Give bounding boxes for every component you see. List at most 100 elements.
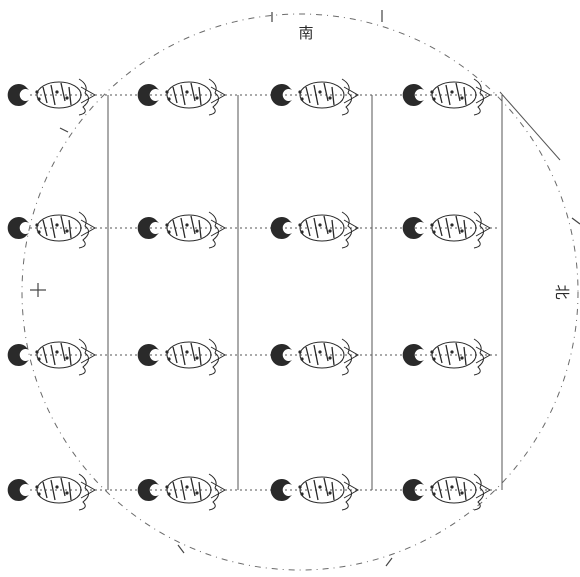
figure-body [432, 477, 476, 503]
figure-head [8, 479, 29, 501]
figure-detail-dot [460, 356, 463, 359]
figure-detail-dot [432, 492, 435, 495]
figure-body [37, 82, 81, 108]
figure-halo [209, 79, 225, 115]
figure-robe-strokes [438, 478, 466, 500]
figure-body [167, 215, 211, 241]
figure-detail-dot [328, 356, 331, 359]
figure-detail-dot [298, 485, 301, 488]
figure-detail-dot [35, 223, 38, 226]
figure-halo [474, 79, 490, 115]
figure-detail-dot [318, 223, 321, 226]
deity-figure [138, 212, 225, 248]
deity-figure [8, 212, 95, 248]
deity-figure [8, 474, 95, 510]
figure-detail-dot [195, 491, 198, 494]
figure-detail-dot [195, 356, 198, 359]
figure-detail-dot [65, 491, 68, 494]
corner-connector-line [500, 92, 560, 160]
figure-detail-dot [185, 485, 188, 488]
figure-robe-strokes [43, 478, 71, 500]
deity-figure [8, 79, 95, 115]
figure-robe-strokes [173, 83, 201, 105]
figure-robe-strokes [173, 343, 201, 365]
grid-connector-lines [30, 92, 560, 490]
figure-robe-strokes [438, 343, 466, 365]
figure-detail-dot [298, 223, 301, 226]
figure-detail-dot [165, 350, 168, 353]
figure-halo [79, 339, 95, 375]
figure-detail-dot [430, 223, 433, 226]
figure-detail-dot [65, 96, 68, 99]
figure-detail-dot [35, 350, 38, 353]
figure-detail-dot [65, 356, 68, 359]
figure-detail-dot [65, 229, 68, 232]
figure-detail-dot [55, 350, 58, 353]
figure-detail-dot [328, 491, 331, 494]
figure-detail-dot [37, 97, 40, 100]
figure-robe-strokes [306, 83, 334, 105]
figure-robe-strokes [306, 216, 334, 238]
figure-detail-dot [35, 90, 38, 93]
figure-detail-dot [432, 97, 435, 100]
deity-figure [138, 79, 225, 115]
figure-detail-dot [167, 492, 170, 495]
figure-head [8, 84, 29, 106]
figure-robe-strokes [173, 478, 201, 500]
figure-detail-dot [185, 223, 188, 226]
figure-body [167, 342, 211, 368]
figure-head [271, 84, 292, 106]
figure-head [8, 344, 29, 366]
figure-grid [8, 79, 490, 510]
figure-detail-dot [195, 229, 198, 232]
figure-detail-dot [318, 350, 321, 353]
deity-figure [8, 339, 95, 375]
figure-halo [79, 474, 95, 510]
figure-detail-dot [165, 223, 168, 226]
figure-detail-dot [298, 90, 301, 93]
figure-detail-dot [430, 350, 433, 353]
figure-detail-dot [35, 485, 38, 488]
figure-detail-dot [55, 90, 58, 93]
figure-detail-dot [185, 350, 188, 353]
figure-detail-dot [185, 90, 188, 93]
figure-halo [342, 212, 358, 248]
figure-head [271, 479, 292, 501]
figure-detail-dot [460, 229, 463, 232]
figure-detail-dot [300, 492, 303, 495]
deity-figure [271, 339, 358, 375]
direction-label-right: 北 [553, 284, 571, 299]
figure-body [432, 342, 476, 368]
figure-detail-dot [165, 485, 168, 488]
direction-label-top: 南 [298, 24, 313, 42]
figure-body [37, 215, 81, 241]
figure-halo [209, 212, 225, 248]
figure-halo [209, 474, 225, 510]
figure-detail-dot [195, 96, 198, 99]
deity-figure [271, 212, 358, 248]
deity-figure [403, 474, 490, 510]
figure-detail-dot [37, 492, 40, 495]
figure-halo [79, 212, 95, 248]
figure-robe-strokes [438, 83, 466, 105]
figure-halo [342, 79, 358, 115]
figure-detail-dot [37, 357, 40, 360]
figure-detail-dot [167, 97, 170, 100]
figure-halo [209, 339, 225, 375]
figure-body [432, 82, 476, 108]
figure-detail-dot [300, 230, 303, 233]
figure-detail-dot [432, 357, 435, 360]
figure-halo [342, 339, 358, 375]
deity-figure [271, 79, 358, 115]
figure-detail-dot [55, 223, 58, 226]
figure-body [432, 215, 476, 241]
figure-detail-dot [460, 491, 463, 494]
figure-detail-dot [165, 90, 168, 93]
figure-robe-strokes [173, 216, 201, 238]
figure-body [37, 477, 81, 503]
circle-markers [30, 10, 580, 566]
figure-detail-dot [167, 357, 170, 360]
figure-detail-dot [432, 230, 435, 233]
figure-detail-dot [450, 223, 453, 226]
